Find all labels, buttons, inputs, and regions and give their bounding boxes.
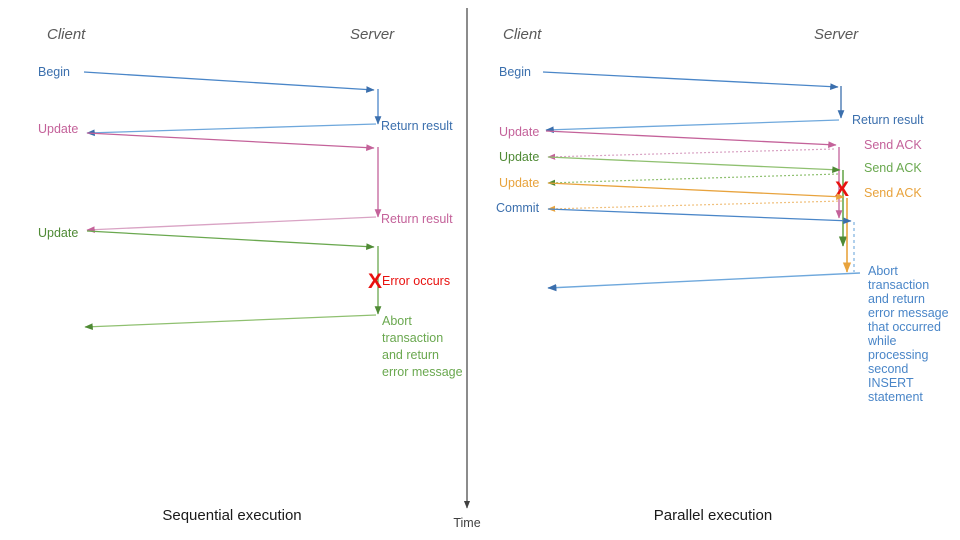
left-abort-note-line-3: and return [382,348,439,362]
right-label-send-ack-1: Send ACK [864,138,922,152]
right-label-update-1: Update [499,125,539,139]
left-panel: Client Server Begin Return result Update… [38,26,463,524]
right-panel-caption: Parallel execution [654,507,772,524]
right-abort-note-line-8: second [868,362,908,376]
left-abort-note-line-4: error message [382,365,463,379]
right-label-commit: Commit [496,201,540,215]
left-abort-note: Abort transaction and return error messa… [382,314,463,379]
right-arrow-send-ack-1 [547,148,835,160]
right-arrow-commit [547,208,852,225]
right-label-update-3: Update [499,176,539,190]
left-arrow-abort-return [84,314,377,331]
left-panel-caption: Sequential execution [162,507,301,524]
right-label-return-result: Return result [852,113,924,127]
right-arrow-update-3 [547,182,845,201]
right-label-send-ack-3: Send ACK [864,186,922,200]
time-axis-label: Time [453,516,480,530]
right-actor-server-label: Server [814,26,859,43]
left-actor-client-label: Client [47,26,86,43]
right-label-begin: Begin [499,65,531,79]
left-arrow-return-result-1 [86,123,377,137]
right-panel: Client Server Begin Return result Update… [496,26,949,524]
right-abort-note-line-5: that occurred [868,320,941,334]
right-arrow-begin [542,71,839,90]
right-abort-note: Abort transaction and return error messa… [867,264,949,404]
right-abort-note-line-9: INSERT [868,376,914,390]
right-abort-note-line-2: transaction [868,278,929,292]
left-abort-note-line-2: transaction [382,331,443,345]
right-label-update-2: Update [499,150,539,164]
left-label-update-1: Update [38,122,78,136]
left-label-begin: Begin [38,65,70,79]
right-arrow-update-2 [547,156,841,174]
right-arrow-send-ack-2 [547,173,839,186]
left-actor-server-label: Server [350,26,395,43]
right-abort-note-line-7: processing [868,348,928,362]
right-abort-note-line-4: error message [868,306,949,320]
left-error-x-icon: X [368,270,382,293]
right-arrow-send-ack-3 [547,200,843,212]
right-abort-note-line-1: Abort [868,264,898,278]
right-arrow-abort-return [547,272,861,292]
left-label-error-occurs: Error occurs [382,274,450,288]
right-abort-note-line-3: and return [868,292,925,306]
right-arrow-update-1 [545,130,837,148]
left-arrow-return-result-2 [86,216,377,234]
left-arrow-update-1 [86,132,375,151]
left-label-return-result-2: Return result [381,212,453,226]
right-abort-note-line-10: statement [868,390,923,404]
right-actor-client-label: Client [503,26,542,43]
left-label-return-result-1: Return result [381,119,453,133]
left-arrow-update-2 [86,230,375,250]
right-label-send-ack-2: Send ACK [864,161,922,175]
left-arrow-begin [83,71,375,93]
right-abort-note-line-6: while [867,334,897,348]
left-label-update-2: Update [38,226,78,240]
right-arrow-return-result [545,119,840,134]
left-abort-note-line-1: Abort [382,314,412,328]
